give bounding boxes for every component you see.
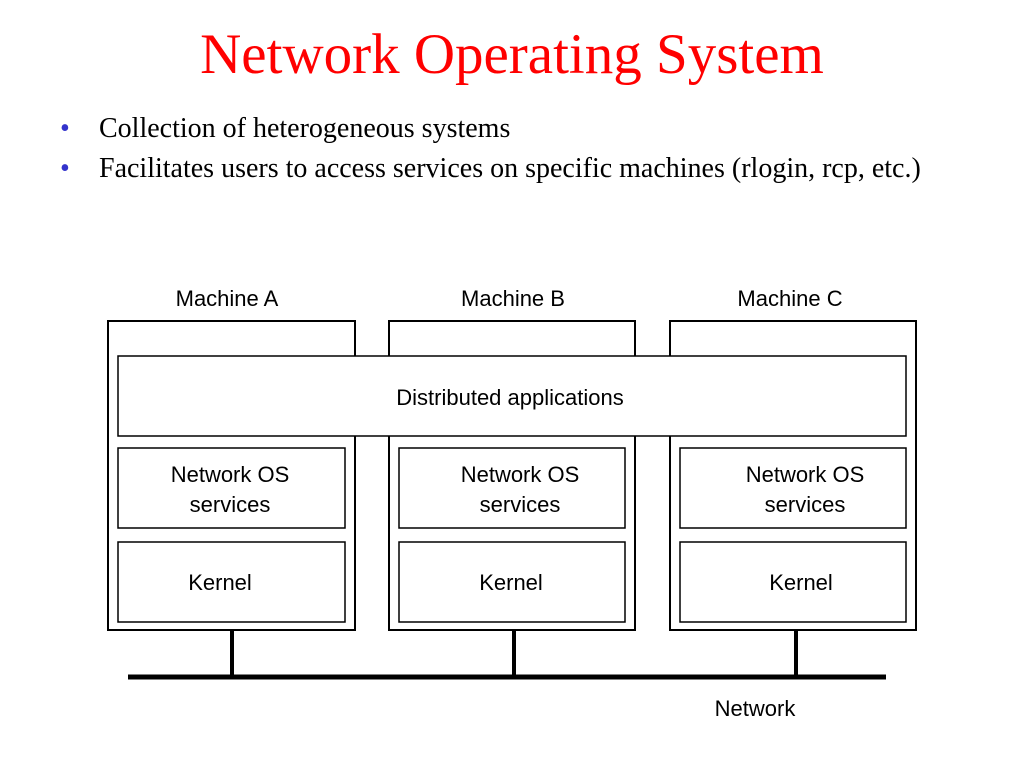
machine-c-label: Machine C (737, 286, 842, 311)
machine-b-kernel-label: Kernel (479, 570, 543, 595)
bullet-item: • Facilitates users to access services o… (60, 152, 1000, 186)
network-label: Network (715, 696, 797, 721)
bullet-list: • Collection of heterogeneous systems • … (60, 112, 1000, 192)
machine-a-nos-line2: services (190, 492, 271, 517)
machine-a-kernel-box (117, 541, 346, 623)
machine-b-kernel-box (398, 541, 626, 623)
distributed-applications-box (117, 355, 907, 437)
machine-c-kernel-box (679, 541, 907, 623)
machine-c-kernel-label: Kernel (769, 570, 833, 595)
machine-c-nos-line2: services (765, 492, 846, 517)
bullet-icon: • (60, 153, 70, 184)
bullet-item: • Collection of heterogeneous systems (60, 112, 1000, 146)
bullet-text: Collection of heterogeneous systems (99, 113, 511, 144)
machine-b-nos-line1: Network OS (461, 462, 580, 487)
machine-a-nos-box (117, 447, 346, 529)
machine-a-label: Machine A (176, 286, 279, 311)
bullet-text: Facilitates users to access services on … (99, 153, 921, 184)
distributed-applications-label: Distributed applications (396, 385, 623, 410)
machine-b-nos-box (398, 447, 626, 529)
machine-b-nos-line2: services (480, 492, 561, 517)
machine-c-nos-line1: Network OS (746, 462, 865, 487)
machine-a-nos-line1: Network OS (171, 462, 290, 487)
slide-title: Network Operating System (200, 23, 824, 86)
bullet-icon: • (60, 113, 70, 144)
machine-a-kernel-label: Kernel (188, 570, 252, 595)
machine-b-label: Machine B (461, 286, 565, 311)
machine-c-nos-box (679, 447, 907, 529)
